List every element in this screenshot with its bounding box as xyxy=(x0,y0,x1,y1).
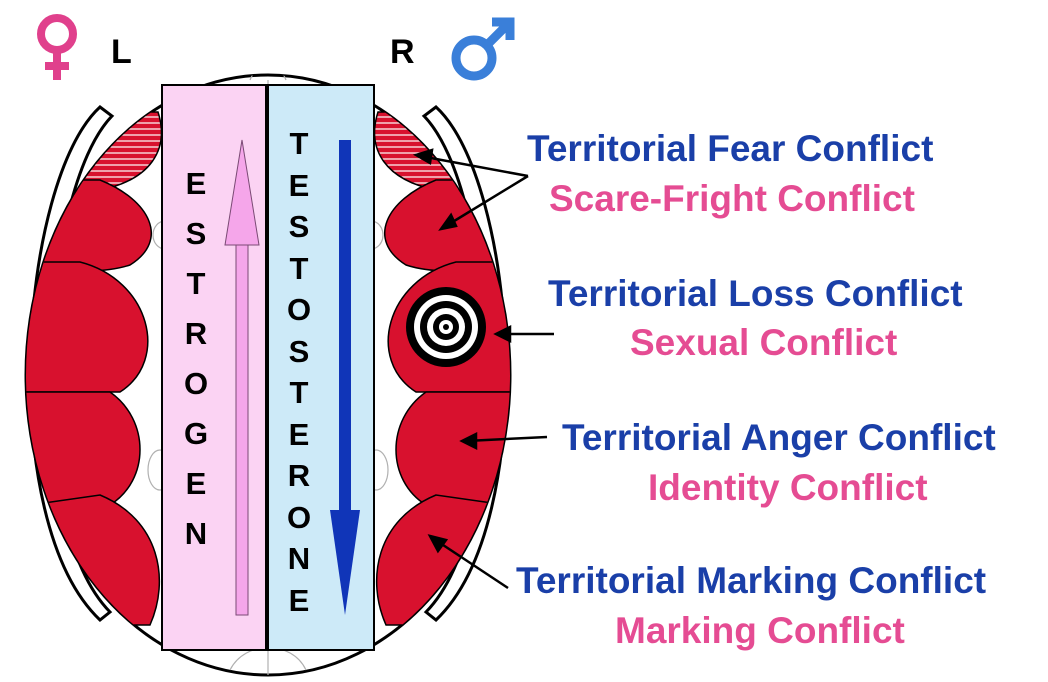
male-symbol-icon xyxy=(456,22,510,76)
estrogen-letter: T xyxy=(176,268,216,318)
conflict-anger-title: Territorial Anger Conflict xyxy=(562,419,996,456)
conflict-marking-title: Territorial Marking Conflict xyxy=(516,562,986,599)
testosterone-letter: S xyxy=(279,336,319,378)
estrogen-letter: E xyxy=(176,168,216,218)
estrogen-letter: G xyxy=(176,418,216,468)
female-symbol-icon xyxy=(41,18,73,80)
left-lobe-4 xyxy=(20,392,140,505)
conflict-loss-title: Territorial Loss Conflict xyxy=(548,275,963,312)
conflict-loss-subtitle: Sexual Conflict xyxy=(630,324,897,361)
testosterone-letter: R xyxy=(279,460,319,502)
estrogen-letter: O xyxy=(176,368,216,418)
conflict-fear-subtitle: Scare-Fright Conflict xyxy=(549,180,915,217)
testosterone-letter: T xyxy=(279,377,319,419)
testosterone-letter: E xyxy=(279,419,319,461)
testosterone-letter: O xyxy=(279,502,319,544)
estrogen-letter: S xyxy=(176,218,216,268)
testosterone-letter: O xyxy=(279,294,319,336)
testosterone-letter: N xyxy=(279,543,319,585)
target-icon xyxy=(406,287,486,367)
testosterone-letter: S xyxy=(279,211,319,253)
conflict-anger-subtitle: Identity Conflict xyxy=(648,469,928,506)
testosterone-letter: E xyxy=(279,170,319,212)
testosterone-letter: T xyxy=(279,128,319,170)
conflict-fear-title: Territorial Fear Conflict xyxy=(527,130,933,167)
estrogen-letter: R xyxy=(176,318,216,368)
estrogen-letter: E xyxy=(176,468,216,518)
right-side-label: R xyxy=(390,35,415,69)
testosterone-letter: T xyxy=(279,253,319,295)
testosterone-letter: E xyxy=(279,585,319,627)
conflict-marking-subtitle: Marking Conflict xyxy=(615,612,905,649)
estrogen-letter: N xyxy=(176,518,216,568)
left-side-label: L xyxy=(111,35,132,69)
right-lobe-4 xyxy=(396,392,516,505)
